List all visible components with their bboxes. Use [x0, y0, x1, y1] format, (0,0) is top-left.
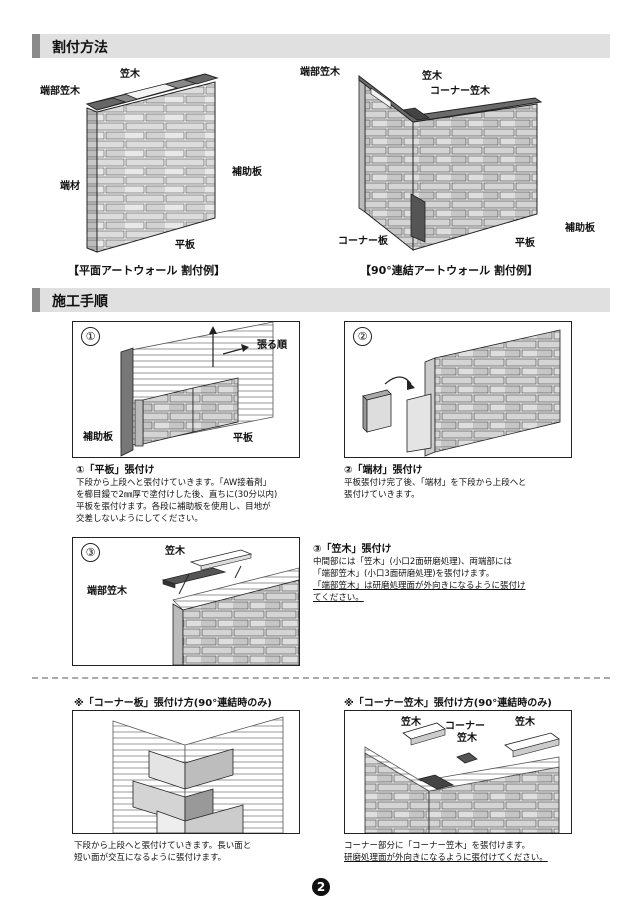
step1-line: 交差しないようにしてください。 — [76, 514, 203, 524]
step1-title: ①「平板」張付け — [76, 465, 155, 476]
label-tanbu-kasagi-corner: 端部笠木 — [300, 67, 340, 78]
label-kasagi-left: 笠木 — [401, 717, 421, 728]
step3-body: 中間部には「笠木」(小口2面研磨処理)、両端部には 「端部笠木」(小口3面研磨処… — [313, 556, 526, 604]
corner-panel-illustration — [112, 716, 284, 833]
label-kasagi-corner: 笠木 — [422, 71, 442, 82]
step2-line: 平板張付け完了後、「端材」を下段から上段へと — [344, 478, 527, 488]
label-tanbu-kasagi: 端部笠木 — [40, 86, 80, 97]
corner-kasagi-body: コーナー部分に「コーナー笠木」を張付けます。 研磨処理面が外向きになるように張付… — [344, 840, 548, 864]
step2-illustration — [362, 329, 561, 457]
corner-kasagi-note-line: 研磨処理面が外向きになるように張付けてください。 — [344, 853, 548, 863]
label-kasagi: 笠木 — [165, 546, 185, 557]
label-corner-kasagi-1: コーナー — [445, 721, 485, 732]
label-corner-ban: コーナー板 — [338, 236, 388, 247]
label-hiraban-corner: 平板 — [515, 238, 535, 249]
corner-kasagi-figure: 笠木 コーナー 笠木 笠木 — [344, 710, 572, 834]
step2-title: ②「端材」張付け — [344, 465, 423, 476]
step2-body: 平板張付け完了後、「端材」を下段から上段へと 張付けていきます。 — [344, 477, 526, 501]
figure-caption-flat: 【平面アートウォール 割付例】 — [68, 264, 226, 277]
label-kasagi-right: 笠木 — [515, 717, 535, 728]
step3-note-line: 「端部笠木」は研磨処理面が外向きになるように張付け — [313, 581, 526, 591]
label-order: 張る順 — [257, 340, 287, 351]
step2-line: 張付けていきます。 — [344, 490, 420, 500]
corner-panel-figure — [72, 710, 300, 834]
step2-figure: ② — [344, 321, 572, 458]
step-number: ① — [81, 327, 100, 346]
section-header-layout: 割付方法 — [32, 34, 610, 58]
step1-line: を櫛目鏝で2㎜厚で塗付けした後、直ちに(30分以内) — [76, 490, 278, 500]
step3-note-line: てください。 — [313, 593, 364, 603]
step1-line: 平板を張付けます。各段に補助板を使用し、目地が — [76, 502, 271, 512]
label-kasagi: 笠木 — [120, 69, 140, 80]
section-title: 割付方法 — [52, 40, 108, 56]
label-hiraban: 平板 — [175, 240, 195, 251]
step3-title: ③「笠木」張付け — [313, 544, 392, 555]
label-hiraban: 平板 — [233, 433, 253, 444]
label-corner-kasagi-2: 笠木 — [457, 733, 477, 744]
step3-illustration — [161, 549, 299, 665]
label-tanzai: 端材 — [60, 181, 80, 192]
section-title: 施工手順 — [52, 294, 108, 310]
corner-panel-line: 下段から上段へと張付けていきます。長い面と — [74, 841, 252, 851]
corner-kasagi-line: コーナー部分に「コーナー笠木」を張付けます。 — [344, 841, 531, 851]
step-number: ③ — [81, 543, 100, 562]
step1-figure: ① 張る順 補助板 平板 — [72, 321, 300, 458]
section-header-construction: 施工手順 — [32, 288, 610, 312]
step1-illustration — [120, 322, 274, 457]
step-number: ② — [353, 327, 372, 346]
flat-wall-illustration — [85, 73, 219, 253]
label-hojoban: 補助板 — [232, 167, 262, 178]
corner-kasagi-illustration — [364, 722, 560, 833]
page-number: 2 — [312, 878, 330, 896]
section-marker — [32, 34, 40, 58]
figure-caption-corner: 【90°連結アートウォール 割付例】 — [360, 264, 538, 277]
step3-figure: ③ 笠木 端部笠木 — [72, 537, 300, 666]
step3-line: 「端部笠木」(小口3面研磨処理)を張付けます。 — [313, 569, 495, 579]
corner-panel-title: ※「コーナー板」張付け方(90°連結時のみ) — [74, 698, 272, 709]
label-tanbu-kasagi: 端部笠木 — [87, 586, 127, 597]
label-corner-kasagi: コーナー笠木 — [430, 86, 490, 97]
section-marker — [32, 288, 40, 312]
label-hojoban-corner: 補助板 — [565, 223, 595, 234]
corner-wall-illustration — [358, 74, 543, 252]
label-hojoban: 補助板 — [83, 432, 113, 443]
corner-kasagi-title: ※「コーナー笠木」張付け方(90°連結時のみ) — [344, 698, 552, 709]
corner-panel-body: 下段から上段へと張付けていきます。長い面と 短い面が交互になるように張付けます。 — [74, 840, 251, 864]
step3-line: 中間部には「笠木」(小口2面研磨処理)、両端部には — [313, 557, 513, 567]
step1-line: 下段から上段へと張付けていきます。「AW接着剤」 — [76, 478, 272, 488]
dashed-separator — [32, 677, 610, 679]
corner-panel-line: 短い面が交互になるように張付けます。 — [74, 853, 227, 863]
step1-body: 下段から上段へと張付けていきます。「AW接着剤」 を櫛目鏝で2㎜厚で塗付けした後… — [76, 477, 277, 525]
